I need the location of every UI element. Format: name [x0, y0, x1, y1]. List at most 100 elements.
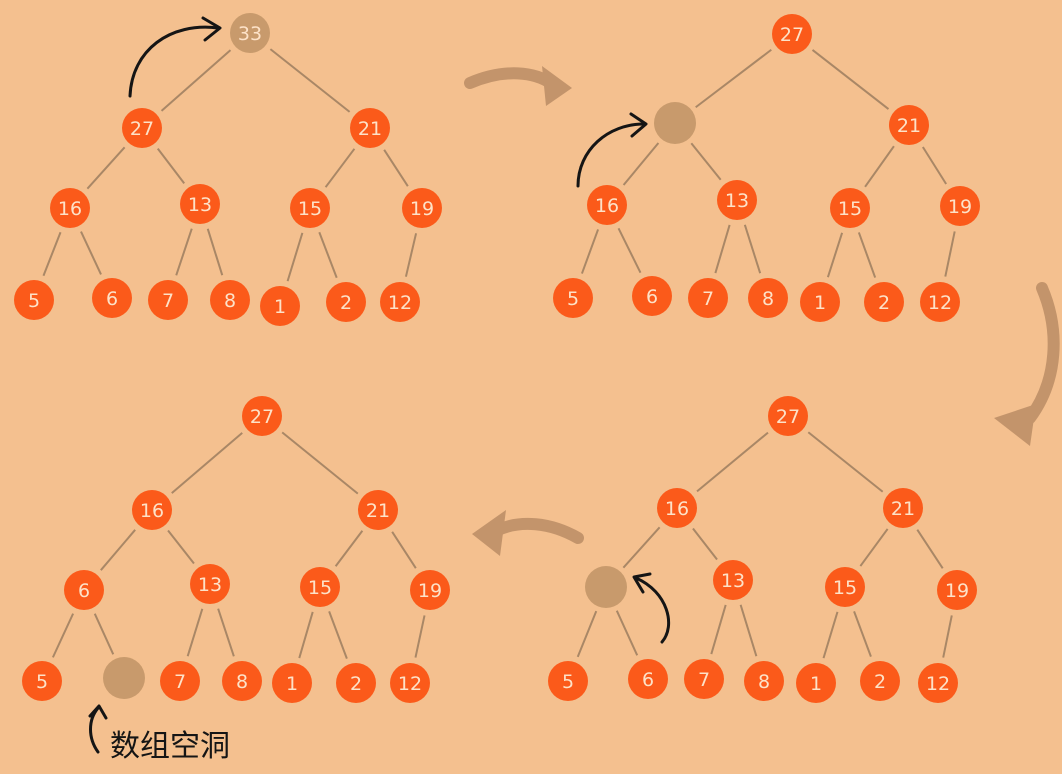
array-hole-node — [103, 657, 145, 699]
tree-edge — [690, 142, 722, 181]
heap-node: 8 — [748, 278, 788, 318]
tree-edge — [42, 231, 62, 277]
node-value: 5 — [562, 671, 574, 693]
heap-node: 27 — [772, 14, 812, 54]
node-value: 6 — [106, 288, 118, 310]
node-circle — [22, 661, 62, 701]
node-value: 13 — [188, 194, 212, 216]
node-circle — [410, 570, 450, 610]
node-value: 13 — [198, 574, 222, 596]
tree-edge — [942, 615, 953, 658]
heap-node: 8 — [210, 280, 250, 320]
node-circle — [350, 108, 390, 148]
node-value: 12 — [926, 673, 950, 695]
thick-curved-arrow-icon — [1024, 282, 1060, 424]
heap-node: 7 — [160, 661, 200, 701]
node-value: 12 — [388, 292, 412, 314]
node-circle — [160, 661, 200, 701]
array-hole-label: 数组空洞 — [110, 729, 230, 764]
node-circle — [190, 564, 230, 604]
move-arrow-step-2 — [576, 112, 648, 188]
node-circle — [657, 488, 697, 528]
tree-edge — [383, 149, 409, 187]
heap-node: 5 — [548, 661, 588, 701]
heap-node: 13 — [190, 564, 230, 604]
tree-edge — [414, 615, 426, 658]
node-circle — [64, 570, 104, 610]
node-circle — [358, 490, 398, 530]
heap-node: 6 — [92, 278, 132, 318]
node-value: 27 — [250, 406, 274, 428]
node-value: 33 — [238, 23, 262, 45]
array-hole-node — [585, 566, 627, 608]
tree-edge — [811, 49, 890, 110]
heap-node: 7 — [148, 280, 188, 320]
edges-step-2 — [580, 48, 956, 278]
node-circle — [628, 659, 668, 699]
node-value: 1 — [814, 292, 826, 314]
tree-edge — [156, 148, 186, 184]
tree-edge — [286, 232, 304, 282]
node-circle — [940, 186, 980, 226]
node-value: 16 — [58, 198, 82, 220]
move-arrow-step-1 — [128, 16, 222, 98]
heap-node: 2 — [336, 663, 376, 703]
tree-edge — [853, 611, 872, 657]
heap-node: 2 — [864, 282, 904, 322]
heap-node: 13 — [717, 180, 757, 220]
curved-pen-arrow-icon — [128, 25, 220, 98]
node-circle — [684, 659, 724, 699]
tree-edge — [217, 608, 235, 657]
tree-edge — [859, 528, 889, 567]
tree-edge — [714, 224, 731, 274]
tree-edge — [93, 613, 115, 655]
tree-edge — [80, 231, 102, 275]
node-value: 12 — [928, 292, 952, 314]
node-value: 19 — [418, 580, 442, 602]
node-value: 5 — [567, 288, 579, 310]
heap-node: 2 — [326, 282, 366, 322]
heap-node: 5 — [553, 278, 593, 318]
tree-edge — [324, 148, 356, 188]
hole-circle — [103, 657, 145, 699]
node-circle — [587, 185, 627, 225]
heap-node: 19 — [937, 570, 977, 610]
heap-node: 12 — [920, 282, 960, 322]
heap-node: 1 — [272, 663, 312, 703]
tree-edge — [916, 529, 944, 569]
heap-node: 8 — [222, 661, 262, 701]
node-value: 2 — [878, 292, 890, 314]
heap-node: 15 — [825, 567, 865, 607]
node-value: 6 — [646, 286, 658, 308]
heap-node: 27 — [242, 396, 282, 436]
flow-arrow-3-to-4 — [472, 510, 584, 556]
tree-edge — [692, 527, 718, 561]
edges-step-3 — [576, 431, 953, 659]
heap-node: 27 — [122, 108, 162, 148]
node-value: 19 — [410, 198, 434, 220]
heap-node: 16 — [50, 188, 90, 228]
node-value: 13 — [721, 570, 745, 592]
node-circle — [380, 282, 420, 322]
node-value: 27 — [780, 24, 804, 46]
node-value: 21 — [366, 500, 390, 522]
node-circle — [148, 280, 188, 320]
node-value: 27 — [776, 406, 800, 428]
tree-edge — [576, 610, 598, 658]
node-value: 12 — [398, 673, 422, 695]
heap-node: 13 — [180, 184, 220, 224]
node-value: 15 — [838, 198, 862, 220]
node-circle — [260, 286, 300, 326]
node-value: 19 — [948, 196, 972, 218]
tree-edge — [86, 146, 126, 190]
node-value: 8 — [236, 671, 248, 693]
tree-edge — [615, 610, 639, 656]
node-value: 7 — [174, 671, 186, 693]
tree-edge — [404, 233, 418, 277]
tree-edge — [171, 432, 243, 494]
heap-node: 33 — [230, 13, 270, 53]
